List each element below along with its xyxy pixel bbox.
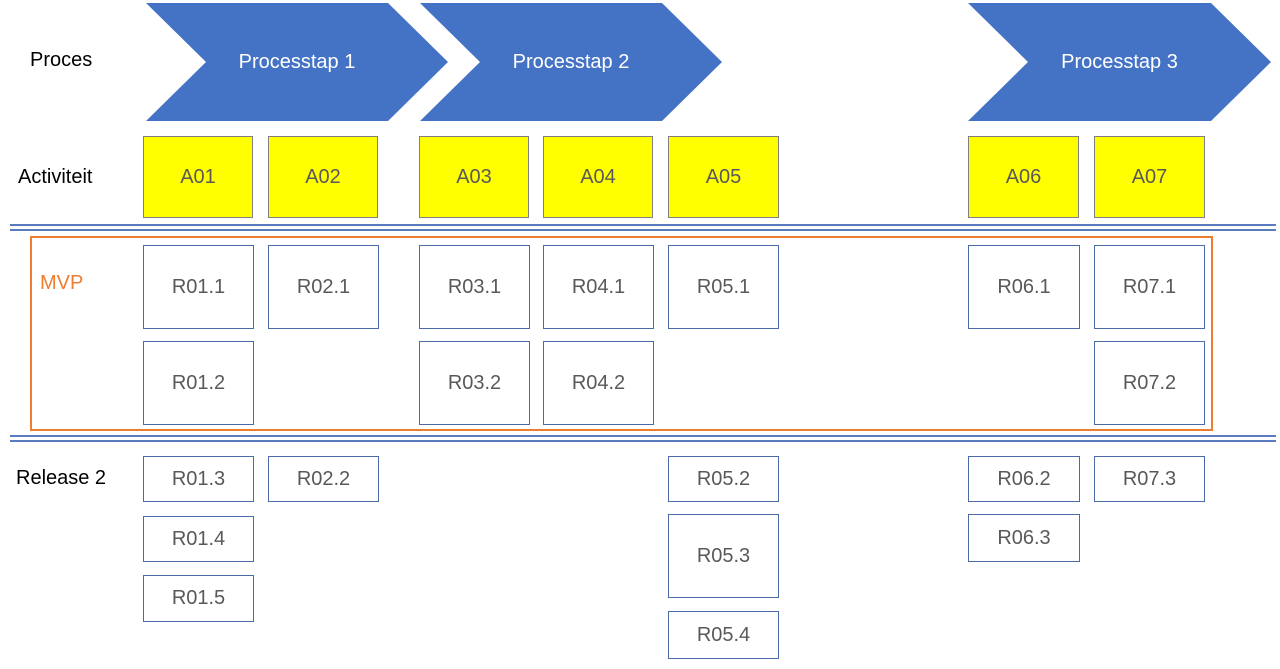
activity-a07: A07 [1094, 136, 1205, 218]
process-step-2: Processtap 2 [420, 3, 722, 121]
row-label-process: Proces [30, 48, 93, 71]
activity-a03: A03 [419, 136, 529, 218]
chevron-shape [146, 3, 448, 121]
release2-card: R01.5 [143, 575, 254, 622]
activity-a05: A05 [668, 136, 779, 218]
mvp-card: R03.2 [419, 341, 530, 425]
divider-line [10, 440, 1276, 442]
process-step-1: Processtap 1 [146, 3, 448, 121]
activity-a01: A01 [143, 136, 253, 218]
release2-card: R05.4 [668, 611, 779, 659]
release2-card: R07.3 [1094, 456, 1205, 502]
activity-a06: A06 [968, 136, 1079, 218]
release2-card: R06.2 [968, 456, 1080, 502]
release2-card: R06.3 [968, 514, 1080, 562]
chevron-shape [968, 3, 1271, 121]
mvp-card: R07.2 [1094, 341, 1205, 425]
mvp-card: R02.1 [268, 245, 379, 329]
row-label-activity: Activiteit [18, 165, 93, 188]
divider-line [10, 229, 1276, 231]
chevron-shape [420, 3, 722, 121]
row-label-release2: Release 2 [16, 466, 107, 489]
release2-card: R05.2 [668, 456, 779, 502]
mvp-card: R03.1 [419, 245, 530, 329]
mvp-card: R04.2 [543, 341, 654, 425]
mvp-frame [30, 236, 1213, 431]
mvp-card: R07.1 [1094, 245, 1205, 329]
mvp-card: R06.1 [968, 245, 1080, 329]
mvp-card: R04.1 [543, 245, 654, 329]
mvp-label: MVP [40, 272, 84, 294]
release2-card: R01.3 [143, 456, 254, 502]
process-step-label: Processtap 1 [238, 50, 356, 73]
activity-a04: A04 [543, 136, 653, 218]
divider-line [10, 224, 1276, 226]
release2-card: R02.2 [268, 456, 379, 502]
release2-card: R05.3 [668, 514, 779, 598]
mvp-card: R01.1 [143, 245, 254, 329]
process-step-label: Processtap 2 [512, 50, 630, 73]
process-step-label: Processtap 3 [1061, 50, 1178, 73]
activity-a02: A02 [268, 136, 378, 218]
release2-card: R01.4 [143, 516, 254, 562]
divider-line [10, 435, 1276, 437]
process-step-3: Processtap 3 [968, 3, 1271, 121]
mvp-card: R01.2 [143, 341, 254, 425]
mvp-card: R05.1 [668, 245, 779, 329]
